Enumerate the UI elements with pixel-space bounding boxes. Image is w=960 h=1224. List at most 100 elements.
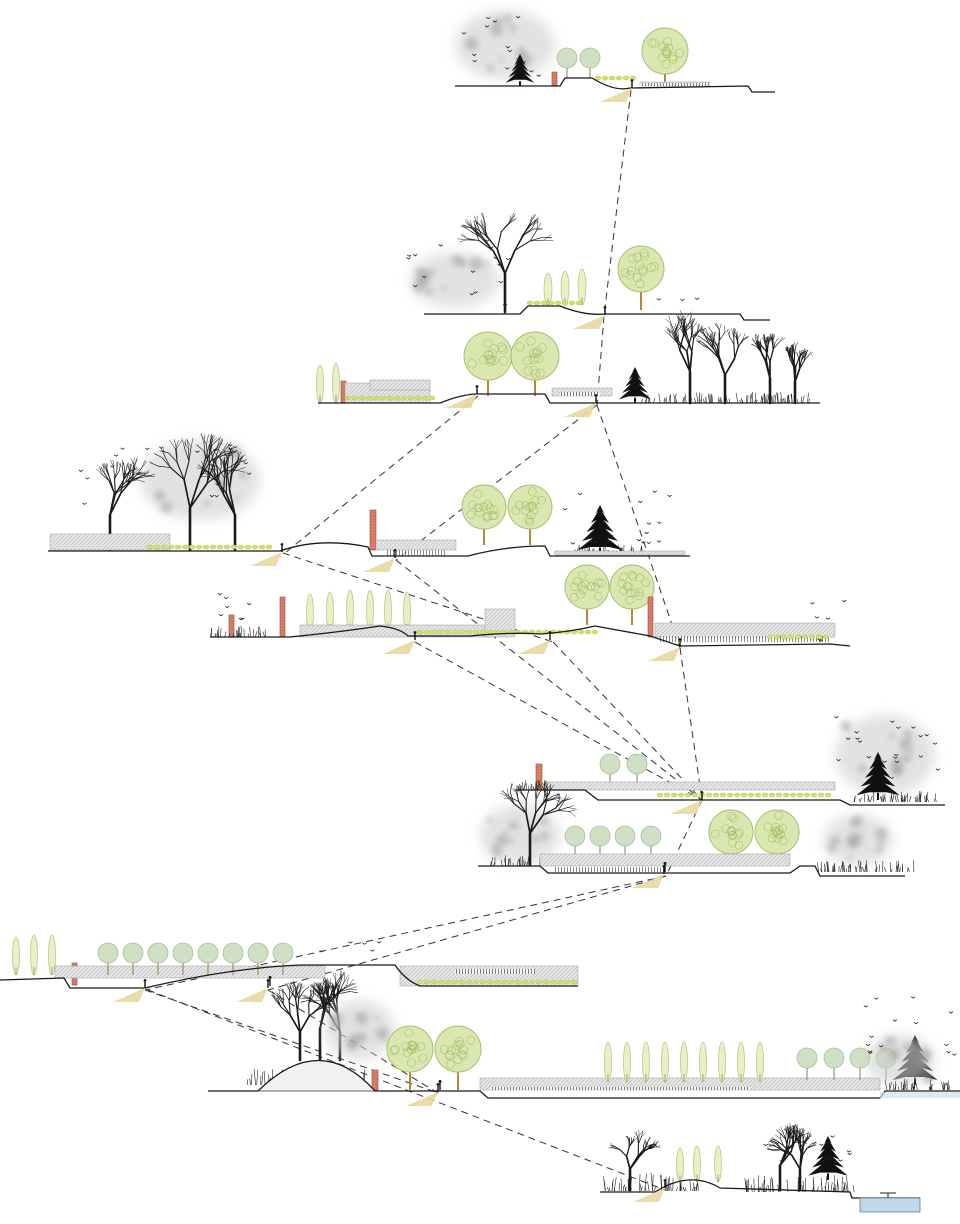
- branch: [349, 991, 358, 993]
- branch: [636, 1131, 638, 1137]
- branch: [337, 988, 342, 994]
- branch: [751, 344, 757, 348]
- branch: [798, 360, 805, 370]
- grass-blade: [682, 1186, 686, 1192]
- canopy-leaf-cluster: [658, 42, 668, 52]
- grass-blade: [859, 797, 862, 803]
- grass-blade: [764, 393, 767, 404]
- branch: [733, 328, 736, 336]
- round-tree-small: [564, 825, 586, 860]
- branch: [123, 462, 125, 470]
- branch: [802, 1129, 805, 1136]
- bird: [865, 1043, 871, 1047]
- conifer-crown: [618, 367, 652, 400]
- bird: [209, 494, 215, 498]
- tree-canopy: [796, 1047, 818, 1069]
- branch: [768, 337, 772, 344]
- grass-blade: [685, 1187, 687, 1192]
- cypress: [604, 1041, 612, 1083]
- cypress: [714, 1145, 722, 1183]
- branch: [705, 327, 709, 335]
- fog-cloud: [823, 815, 893, 865]
- branch: [317, 983, 321, 989]
- branch: [509, 212, 515, 222]
- grass-blade: [841, 1176, 843, 1193]
- cypress: [332, 362, 340, 404]
- fog-speck: [901, 752, 912, 763]
- branch: [683, 322, 690, 333]
- branch: [101, 464, 107, 471]
- branch: [761, 337, 766, 343]
- tree-canopy: [122, 942, 144, 964]
- birds: [863, 996, 957, 1056]
- branch: [800, 1131, 805, 1137]
- viewpoint-person-head: [413, 631, 417, 634]
- fog-speck: [922, 1073, 934, 1085]
- shrub: [540, 300, 548, 306]
- paving-bars: [490, 1087, 750, 1090]
- branch: [189, 478, 200, 509]
- branch: [141, 460, 148, 469]
- branch: [224, 452, 236, 455]
- branch: [224, 458, 228, 467]
- bird: [911, 726, 916, 729]
- branch: [736, 330, 738, 338]
- tree-canopy: [614, 825, 636, 847]
- branch: [223, 451, 229, 460]
- branch: [343, 972, 345, 983]
- branch: [216, 467, 220, 480]
- branch: [196, 467, 206, 470]
- grass-blade: [690, 398, 692, 404]
- branch: [133, 457, 135, 467]
- grass: [853, 791, 937, 803]
- grass-blade: [500, 859, 503, 867]
- bird: [412, 254, 418, 257]
- bird: [810, 602, 815, 605]
- round-tree-small: [796, 1047, 818, 1080]
- fog-speck: [540, 832, 549, 841]
- grass-blade: [695, 1183, 698, 1192]
- branch: [812, 1143, 817, 1147]
- dashed-view-link: [395, 404, 598, 561]
- branch: [129, 462, 133, 471]
- ground-line: [210, 625, 851, 647]
- branch: [132, 476, 146, 481]
- bird: [838, 1159, 843, 1162]
- shrub: [577, 629, 585, 635]
- bird: [246, 472, 252, 475]
- grass-blade: [676, 1187, 678, 1192]
- birds: [656, 297, 700, 321]
- shrub-row: [526, 300, 583, 306]
- grass-blade: [946, 1082, 949, 1091]
- birds: [78, 444, 252, 505]
- grass-blade: [798, 1175, 800, 1193]
- viewpoint-wedge: [632, 874, 664, 888]
- wall: [654, 622, 836, 638]
- branch: [113, 481, 127, 495]
- branch: [187, 440, 189, 450]
- shrub: [344, 395, 352, 401]
- branch: [141, 460, 146, 469]
- bird: [596, 509, 602, 512]
- canopy-leaf-cluster: [727, 811, 736, 821]
- deciduous-tree: [751, 333, 786, 405]
- round-tree-small: [122, 942, 144, 975]
- conifer-crown: [856, 752, 900, 796]
- branch: [633, 1137, 638, 1142]
- grass: [640, 392, 811, 404]
- branch: [500, 792, 508, 797]
- shrub: [209, 544, 217, 550]
- tree-canopy: [823, 1047, 845, 1069]
- bird: [82, 502, 87, 505]
- branch: [674, 326, 677, 333]
- conifer: [577, 505, 623, 555]
- tree-canopy: [589, 825, 611, 847]
- branch: [523, 228, 535, 236]
- fog-speck: [499, 56, 504, 62]
- branch: [228, 473, 233, 491]
- fog-speck: [490, 22, 504, 37]
- branch: [791, 344, 793, 351]
- branch: [529, 812, 537, 835]
- branch: [509, 792, 515, 804]
- branch: [219, 449, 222, 460]
